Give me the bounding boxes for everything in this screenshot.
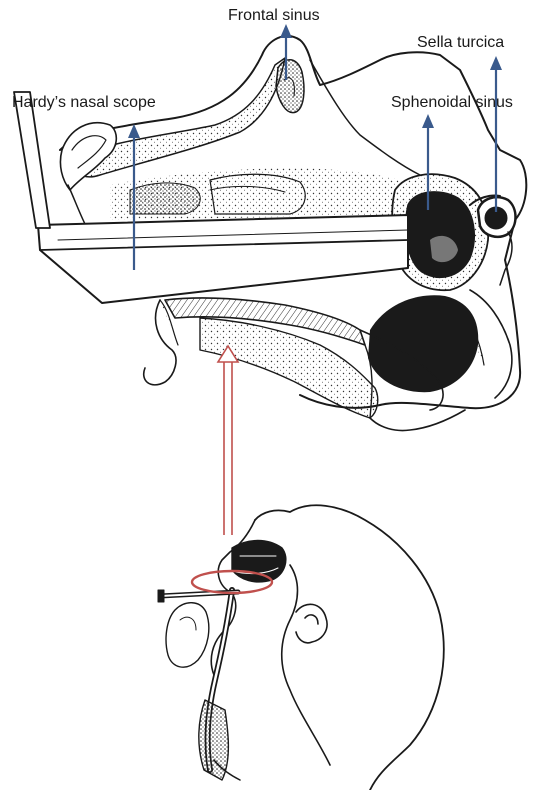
head-outline — [255, 505, 444, 790]
sphenoidal-sinus-label: Sphenoidal sinus — [391, 94, 513, 112]
sella-turcica-arrowhead — [490, 56, 502, 70]
view-arrow-shaft — [224, 356, 232, 535]
frontal-sinus-cavity — [276, 60, 304, 113]
patient-profile — [158, 505, 444, 790]
cavity-cutaway — [232, 541, 286, 582]
sphenoidal-sinus-arrowhead — [422, 114, 434, 128]
nasal-scope-handle — [14, 92, 50, 228]
nasal-bone — [60, 123, 116, 190]
nasal-scope-arrowhead — [128, 124, 140, 138]
anterior-fossa-contour — [310, 60, 420, 175]
nasopharynx-shadow — [368, 295, 478, 392]
hand — [166, 603, 209, 667]
nasal-scope-blade — [38, 215, 408, 303]
sella-turcica-label: Sella turcica — [417, 34, 504, 52]
nasal-scope-label: Hardy’s nasal scope — [12, 94, 156, 112]
frontal-sinus-arrowhead — [280, 24, 292, 38]
sphenoidal-sinus-cavity — [406, 192, 475, 277]
ear — [296, 604, 327, 643]
upper-lip-outline — [144, 300, 176, 385]
frontal-sinus-label: Frontal sinus — [228, 7, 320, 25]
jaw-line — [282, 565, 330, 765]
